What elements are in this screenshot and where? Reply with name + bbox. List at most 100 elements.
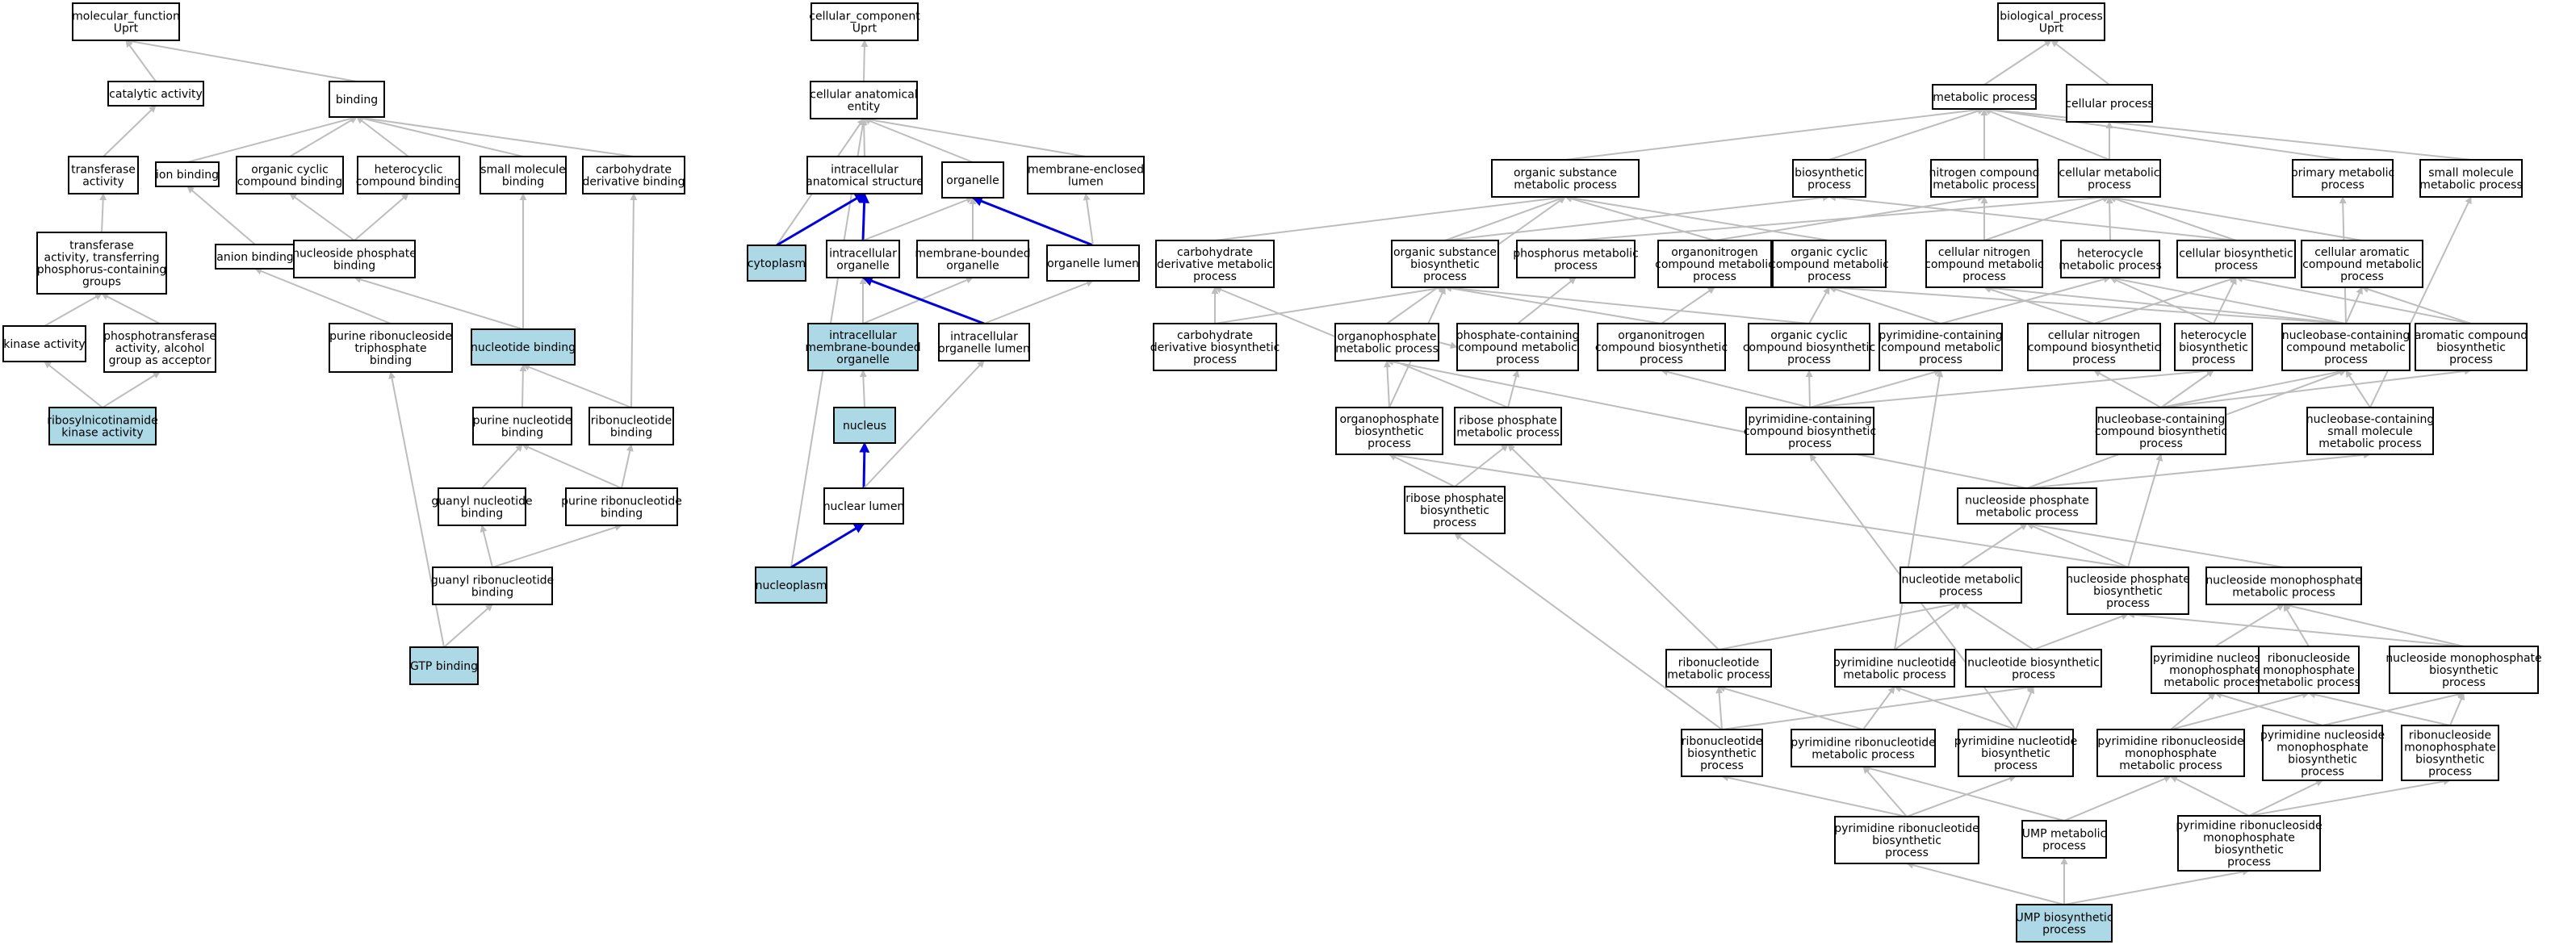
edge-heterocycle_met-to-nucleobase_met [2109,275,2347,324]
node-ion_binding[interactable]: ion binding [155,161,220,187]
node-label-line: membrane-bounded [915,248,1030,261]
node-pyr_nucleoside_mono_met[interactable]: pyrimidine nucleosidemonophosphatemetabo… [2151,646,2280,694]
node-label-line: process [1807,270,1851,283]
node-nucleoplasm[interactable]: nucleoplasm [755,566,827,604]
node-gtp_binding[interactable]: GTP binding [409,646,479,685]
node-binding[interactable]: binding [329,81,385,118]
node-label-line: ribose phosphate [1459,415,1557,428]
node-cytoplasm[interactable]: cytoplasm [747,245,806,282]
node-organelle_lumen[interactable]: organelle lumen [1046,245,1140,282]
node-nuclear_lumen[interactable]: nuclear lumen [823,487,905,525]
node-label-line: process [1700,759,1744,772]
node-pyr_nucleoside_mono_bio[interactable]: pyrimidine nucleosidemonophosphatebiosyn… [2260,725,2385,781]
node-label-line: cellular metabolic [2059,167,2160,180]
node-nucleotide_binding[interactable]: nucleotide binding [471,328,576,366]
node-nucleoside_mono_bio[interactable]: nucleoside monophosphatebiosyntheticproc… [2385,646,2542,694]
node-anion_binding[interactable]: anion binding [215,244,295,270]
node-catalytic[interactable]: catalytic activity [107,81,204,107]
node-pyr_ribonucleoside_mono_met[interactable]: pyrimidine ribonucleosidemonophosphateme… [2096,729,2245,777]
node-label-line: process [1193,353,1237,366]
node-ribonucleoside_mono_bio[interactable]: ribonucleosidemonophosphatebiosyntheticp… [2401,725,2499,781]
node-box [1997,2,2105,41]
node-organelle[interactable]: organelle [941,161,1004,199]
node-kinase[interactable]: kinase activity [2,325,86,362]
node-metabolic[interactable]: metabolic process [1932,84,2037,110]
node-pyr_ribonucleotide_bio[interactable]: pyrimidine ribonucleotidebiosyntheticpro… [1834,816,1979,864]
node-nucleus[interactable]: nucleus [833,407,896,444]
node-pyr_ribonucleoside_mono_bio[interactable]: pyrimidine ribonucleosidemonophosphatebi… [2176,815,2323,872]
node-cellular_proc[interactable]: cellular process [2065,84,2154,123]
node-label-line: compound metabolic [1881,341,2000,354]
